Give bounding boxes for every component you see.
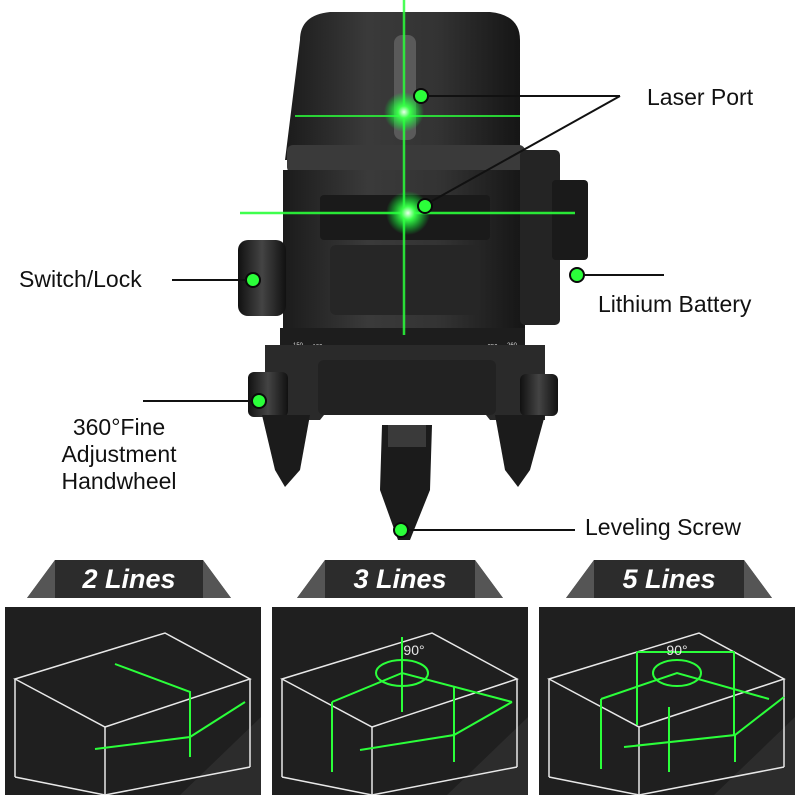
laser-level-device: 150160170180190200210220230240250260	[143, 0, 664, 540]
leg-left	[262, 415, 310, 487]
marker-lithium-battery	[569, 267, 585, 283]
battery-pack	[520, 150, 560, 325]
label-laser-port: Laser Port	[647, 84, 754, 110]
mode-label-5-lines: 5 Lines	[622, 564, 716, 594]
label-handwheel-line1: 360°Fine	[72, 414, 166, 440]
label-leveling-screw: Leveling Screw	[585, 514, 741, 540]
angle-label-5-lines: 90°	[666, 642, 687, 658]
battery-cap	[552, 180, 588, 260]
leg-right	[495, 415, 545, 487]
diagram-2-lines	[5, 607, 261, 795]
label-handwheel-line3: Handwheel	[61, 468, 177, 494]
mode-banner-2-lines: 2 Lines	[27, 560, 231, 598]
callout-leader-lines	[143, 95, 664, 531]
marker-laser-port-top	[413, 88, 429, 104]
angle-label-3-lines: 90°	[403, 642, 424, 658]
marker-laser-port-front	[417, 198, 433, 214]
callout-markers	[245, 88, 585, 538]
housing-collar	[287, 145, 525, 173]
label-switch-lock: Switch/Lock	[19, 266, 142, 292]
label-handwheel: 360°Fine Adjustment Handwheel	[46, 414, 192, 495]
mode-label-3-lines: 3 Lines	[353, 564, 447, 594]
handwheel-right	[520, 374, 558, 416]
leveling-screw-leg	[380, 425, 432, 540]
marker-switch-lock	[245, 272, 261, 288]
screw-thread	[388, 425, 426, 447]
marker-leveling-screw	[393, 522, 409, 538]
mode-label-2-lines: 2 Lines	[82, 564, 176, 594]
marker-handwheel	[251, 393, 267, 409]
laser-glow-top	[384, 92, 424, 132]
handwheel-left	[248, 372, 288, 417]
mode-banner-5-lines: 5 Lines	[566, 560, 772, 598]
mode-banner-3-lines: 3 Lines	[297, 560, 503, 598]
base-front	[318, 360, 496, 415]
diagram-5-lines: 90°	[539, 607, 795, 795]
label-handwheel-line2: Adjustment	[61, 441, 177, 467]
switch-knob	[238, 240, 286, 316]
diagram-3-lines: 90°	[272, 607, 528, 795]
label-lithium-battery: Lithium Battery	[598, 291, 752, 317]
